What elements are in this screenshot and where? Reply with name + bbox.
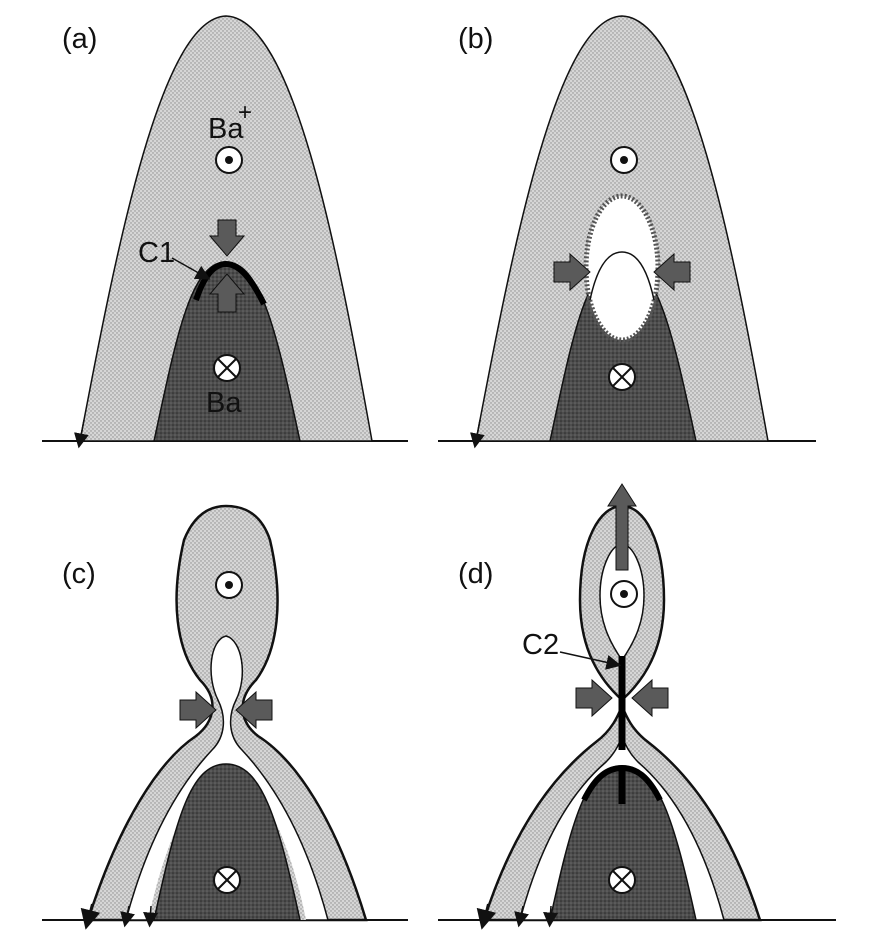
right-pointing-arrow <box>553 252 591 292</box>
panel-a-field-line-arrow <box>74 419 89 449</box>
c1-pointer <box>171 257 211 280</box>
panel-c-field-arrow-inner <box>120 905 135 928</box>
panel-d: (d) C2 <box>438 483 836 930</box>
down-arrow <box>208 219 246 257</box>
out-of-page-symbol <box>610 580 638 608</box>
right-pointing-arrow <box>575 678 613 718</box>
panel-c-neutral-cloud <box>153 763 301 921</box>
out-of-page-symbol <box>215 146 243 174</box>
c2-pointer <box>559 651 622 670</box>
panel-d-field-arrow-outer <box>476 903 497 930</box>
ion-label: Ba <box>208 113 244 145</box>
panel-a-c1-boundary <box>193 260 267 306</box>
neutral-label: Ba <box>206 387 242 419</box>
panel-a: (a) Ba + Ba C1 <box>42 15 408 449</box>
left-pointing-arrow <box>653 252 691 292</box>
right-pointing-arrow <box>179 690 217 730</box>
c2-label: C2 <box>522 629 559 661</box>
out-of-page-symbol <box>610 146 638 174</box>
panel-b-inner-boundary <box>589 251 655 301</box>
out-of-page-symbol <box>215 571 243 599</box>
upward-arrow <box>607 483 637 571</box>
panel-d-label: (d) <box>458 558 493 590</box>
panel-d-neutral-boundary <box>581 764 663 802</box>
panel-b-field-line-arrow <box>470 419 485 449</box>
panel-b-label: (b) <box>458 23 493 55</box>
ion-superscript: + <box>238 99 252 126</box>
panel-a-label: (a) <box>62 23 97 55</box>
panel-d-field-arrow-neutral <box>543 905 559 928</box>
into-page-symbol <box>608 363 636 391</box>
left-pointing-arrow <box>235 690 273 730</box>
panel-c: (c) <box>42 504 408 930</box>
left-pointing-arrow <box>631 678 669 718</box>
panel-d-field-arrow-inner <box>514 905 529 928</box>
panel-c-field-arrow-neutral <box>143 905 159 928</box>
up-arrow <box>208 273 246 313</box>
panel-b: (b) <box>438 15 816 449</box>
into-page-symbol <box>608 866 636 894</box>
panel-c-label: (c) <box>62 558 96 590</box>
depletion-region <box>583 193 661 343</box>
panel-c-field-arrow-outer <box>80 903 101 930</box>
c1-label: C1 <box>138 237 175 269</box>
into-page-symbol <box>213 354 241 382</box>
into-page-symbol <box>213 866 241 894</box>
